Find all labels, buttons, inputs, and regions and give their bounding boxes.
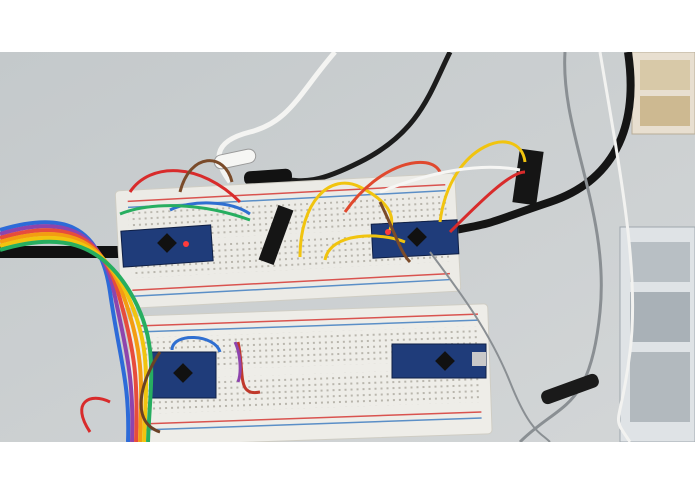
grey-cable-right	[518, 52, 603, 442]
wire-brown-3	[139, 351, 162, 434]
component-tray-top	[631, 52, 695, 135]
ribbon-strand	[0, 224, 135, 442]
wire-brown-1	[178, 159, 234, 193]
component-tray-right	[619, 226, 695, 442]
photo	[0, 52, 695, 442]
white-cable-right	[598, 52, 635, 442]
alligator-clip-black	[243, 168, 293, 186]
wire-brown-2	[378, 201, 412, 264]
ribbon-strand	[0, 220, 131, 442]
header-black-2	[512, 148, 544, 206]
arduino-nano-lower-left	[149, 351, 217, 399]
ribbon-cable	[0, 220, 154, 442]
ribbon-strand	[0, 235, 149, 442]
wire-white-1	[379, 165, 521, 194]
wire-grey-long	[429, 251, 551, 442]
header-black-1	[258, 205, 294, 265]
ribbon-strand	[0, 239, 154, 442]
ribbon-strand	[0, 228, 139, 442]
wire-red-2	[343, 160, 442, 213]
wire-red-1	[128, 169, 242, 204]
alligator-clip-bottom	[541, 373, 599, 405]
wire-yellow-1	[298, 181, 394, 258]
wire-red-5	[80, 396, 111, 433]
arduino-nano-upper-left	[120, 224, 214, 268]
wire-red-3	[448, 170, 526, 234]
black-cable-right	[454, 52, 635, 234]
alligator-clip-white	[213, 148, 257, 170]
arduino-nano-upper-right	[370, 219, 460, 259]
wire-purple-1	[233, 341, 242, 383]
wire-blue-2	[170, 336, 222, 353]
wire-green-1	[119, 204, 251, 222]
photo-scene	[0, 52, 695, 442]
arduino-nano-lower-right	[391, 343, 487, 379]
wire-blue-1	[169, 201, 251, 216]
wire-yellow-3	[438, 140, 527, 223]
